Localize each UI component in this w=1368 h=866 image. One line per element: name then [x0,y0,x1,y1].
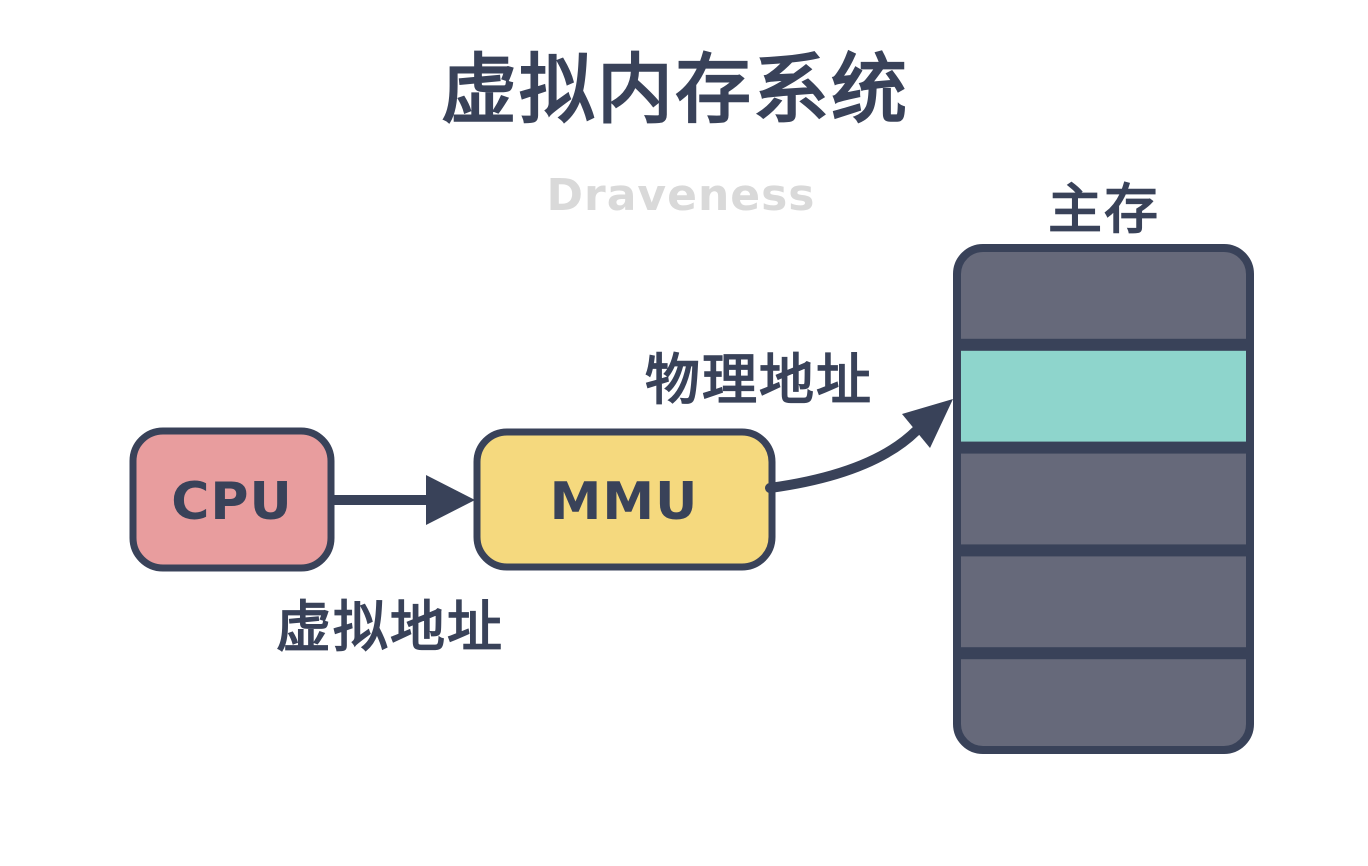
physical-address-label: 物理地址 [645,348,873,412]
mmu-node: MMU [473,428,776,571]
watermark-text: Draveness [547,170,816,221]
main-memory-label: 主存 [1048,178,1160,241]
cpu-box [129,427,335,572]
arrow-cpu-to-mmu-head-icon [426,475,475,525]
memory-rows [957,248,1250,750]
arrow-cpu-to-mmu [332,475,475,525]
cpu-label: CPU [171,472,293,532]
memory-row-highlighted [957,350,1250,442]
mmu-label: MMU [550,472,699,532]
main-memory-stack [953,244,1254,754]
mmu-box [473,428,776,571]
memory-row [957,453,1250,545]
memory-stack-border [953,244,1254,754]
cpu-node: CPU [129,427,335,572]
memory-row [957,659,1250,750]
arrow-mmu-to-memory-head-icon [902,399,953,448]
memory-row [957,248,1250,339]
memory-row [957,556,1250,648]
virtual-address-label: 虚拟地址 [276,595,504,659]
arrow-mmu-to-memory-shaft [765,426,921,493]
page-title: 虚拟内存系统 [441,45,909,134]
arrow-mmu-to-memory [765,399,953,493]
